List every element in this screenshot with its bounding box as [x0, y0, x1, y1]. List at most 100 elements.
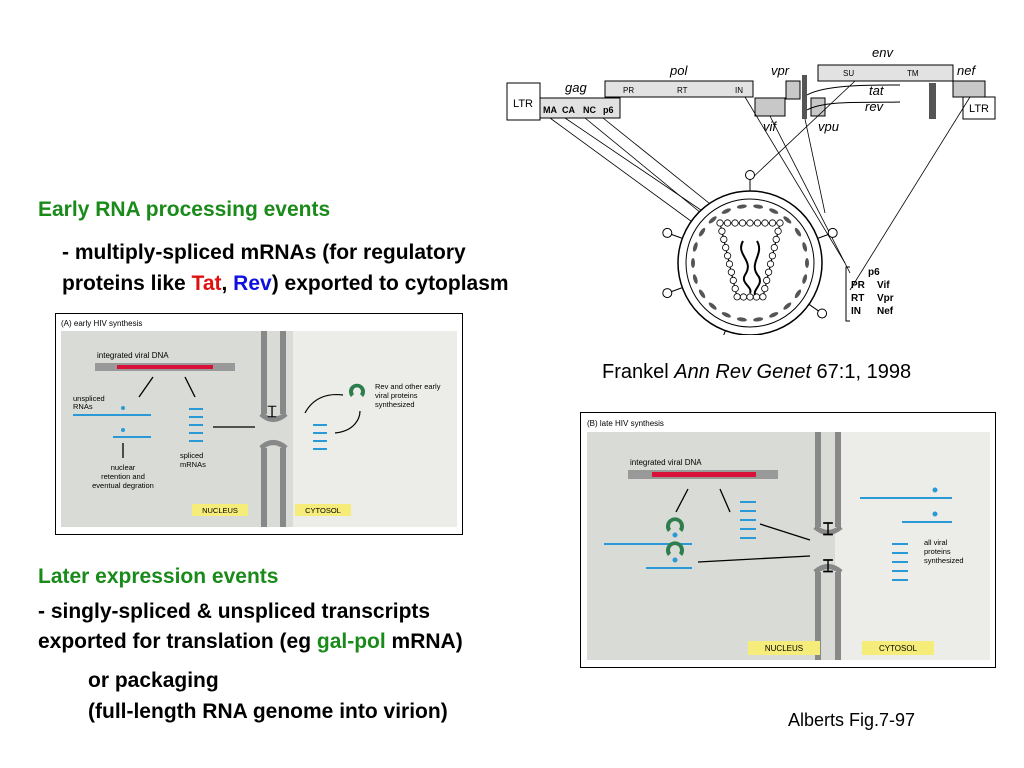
vpr-label: vpr [771, 63, 790, 78]
capsid-subunit [739, 293, 748, 301]
spliced-label-1: spliced [180, 451, 203, 460]
rna-cap [672, 557, 678, 563]
matrix-protein [692, 242, 698, 252]
in-label: IN [735, 86, 743, 95]
pore-complex: ⌶ [823, 519, 834, 539]
envelope-spike [745, 170, 755, 180]
capsid-subunit [727, 268, 735, 276]
capsid-subunit [766, 260, 775, 268]
early-line-2: proteins like Tat, Rev) exported to cyto… [62, 268, 509, 299]
later-line-2-pre: exported for translation (eg [38, 630, 317, 653]
envelope-spike [817, 308, 828, 319]
spliced-mrnas [740, 501, 756, 539]
matrix-protein [708, 216, 717, 224]
viral-dna-insert [652, 472, 756, 477]
capsid-subunit [746, 219, 754, 227]
rev-exon2 [929, 103, 936, 119]
later-heading: Later expression events [38, 565, 279, 588]
ca-label: CA [562, 105, 575, 115]
tat-splice-line [806, 84, 901, 96]
early-line-2-pre: proteins like [62, 272, 192, 295]
legend-vif: Vif [877, 280, 890, 291]
panel-b-cytosol-label: CYTOSOL [879, 644, 918, 653]
envelope-spike-stalk [670, 287, 683, 293]
rev-gene-label: rev [865, 99, 885, 114]
matrix-protein [736, 204, 747, 209]
p6-label: p6 [603, 105, 614, 115]
frankel-author: Frankel [602, 361, 675, 383]
nuclear-pore [259, 440, 288, 450]
pol-label: pol [669, 63, 688, 78]
cytosol-tag [862, 641, 934, 655]
arrow [719, 488, 731, 513]
panel-a-early-synthesis: (A) early HIV synthesis ⌶ integrated vir… [55, 313, 463, 535]
connector-line [804, 118, 826, 214]
export-arrow [697, 555, 811, 563]
panel-b-title: (B) late HIV synthesis [587, 419, 664, 428]
panel-a-title: (A) early HIV synthesis [61, 319, 142, 328]
capsid-subunit [723, 219, 732, 227]
capsid-subunit [731, 219, 739, 227]
capsid-subunit [731, 285, 739, 293]
rna-cap [672, 532, 678, 538]
nuclear-envelope [280, 448, 286, 527]
capsid-subunit [768, 252, 776, 260]
capsid-subunit [720, 235, 728, 243]
panel-b-nucleus-label: NUCLEUS [765, 644, 803, 653]
arrow [304, 393, 344, 414]
capsid-subunit [764, 268, 773, 276]
rna-cap [121, 406, 125, 410]
arrow [675, 488, 689, 513]
capsid-subunit [733, 293, 741, 301]
matrix-protein [769, 312, 779, 318]
capsid-subunit [722, 244, 730, 252]
matrix-protein [794, 289, 802, 299]
matrix-protein [708, 302, 717, 310]
nucleus-tag [748, 641, 820, 655]
matrix-protein [698, 227, 706, 237]
vpu-label: vpu [818, 119, 839, 134]
capsid-subunit [724, 252, 732, 260]
matrix-protein [691, 258, 695, 268]
pr-label: PR [623, 86, 634, 95]
capsid-subunit [774, 227, 782, 235]
matrix-protein [783, 216, 792, 224]
unspliced-label-2: RNAs [73, 402, 93, 411]
matrix-protein [783, 302, 792, 310]
capsid-subunit [738, 219, 747, 227]
nef-label: nef [957, 63, 976, 78]
ribosome-icon [349, 383, 365, 397]
proteins-label-1: Rev and other early [375, 382, 441, 391]
nuclear-envelope [815, 572, 821, 660]
matrix-protein [802, 242, 808, 252]
frankel-citation: Frankel Ann Rev Genet 67:1, 1998 [602, 361, 911, 384]
later-line-1: - singly-spliced & unspliced transcripts [38, 600, 431, 623]
capsid-subunit [768, 219, 777, 227]
legend-bracket [845, 266, 850, 322]
cytosol-mrnas [313, 424, 327, 450]
arrow [184, 376, 196, 398]
nucleus-tag [192, 504, 248, 516]
rev-splice-line [806, 101, 901, 111]
rev-exon1 [802, 101, 807, 119]
panel-a-cytosol-area [293, 331, 457, 527]
envelope-spike [662, 227, 673, 238]
nuclear-envelope [835, 432, 841, 527]
envelope-spike-stalk [670, 233, 683, 239]
cytosol-mrnas [892, 543, 908, 581]
capsid-subunit [725, 260, 734, 268]
capsid-subunit [772, 235, 780, 243]
tm-label: TM [907, 69, 919, 78]
matrix-protein [753, 204, 764, 209]
panel-b-dna-label: integrated viral DNA [630, 458, 702, 467]
early-line-1: - multiply-spliced mRNAs (for regulatory [62, 241, 466, 264]
rev-protein-icon [666, 517, 684, 532]
env-box [817, 64, 954, 82]
early-comma: , [221, 272, 234, 295]
nuclear-pore [259, 412, 288, 422]
panel-b-late-synthesis: (B) late HIV synthesis ⌶ ⌶ integrated vi… [580, 412, 996, 668]
legend-nef: Nef [877, 306, 894, 317]
matrix-protein [721, 208, 731, 214]
panel-b-nucleus-area [587, 432, 835, 660]
env-label: env [872, 45, 894, 60]
